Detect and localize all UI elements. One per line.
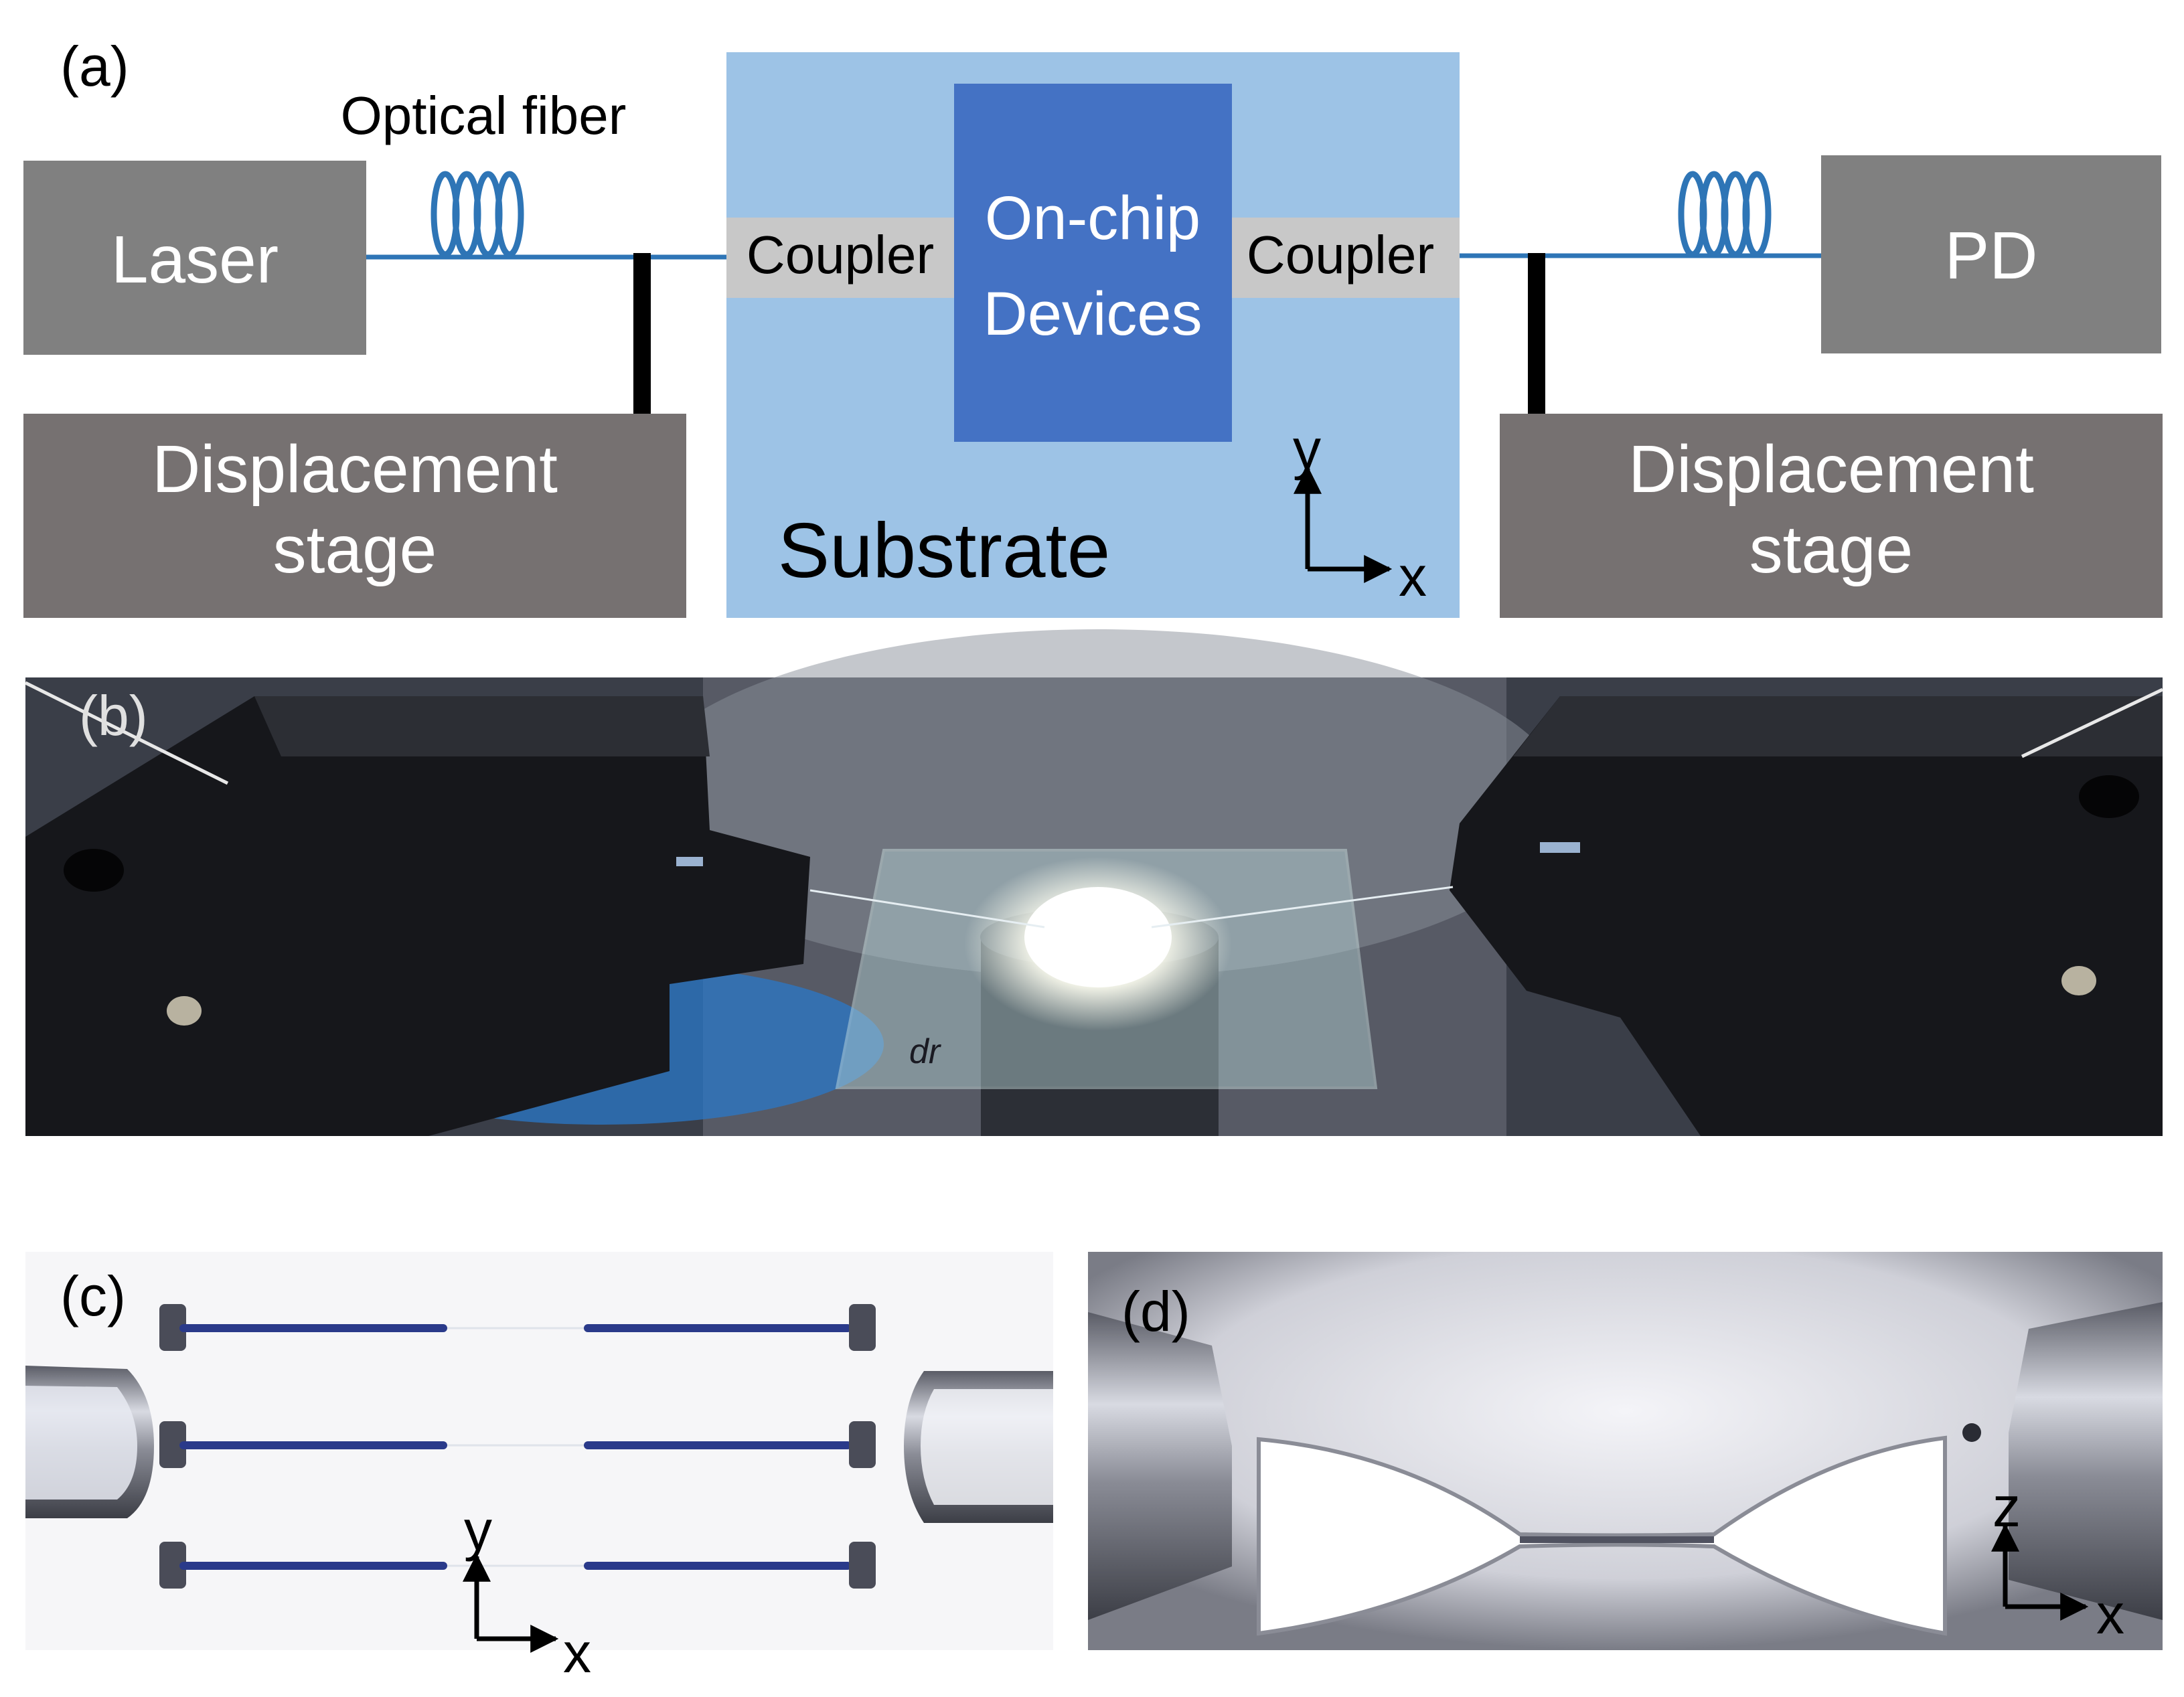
fiber-coil-right xyxy=(1678,171,1772,258)
panel-c-photo: y x (c) xyxy=(25,1252,1053,1684)
axis-c: y x xyxy=(463,1499,591,1684)
axis-d: z x xyxy=(1991,1475,2124,1645)
laser-box xyxy=(23,161,366,355)
coupler-right-label: Coupler xyxy=(1247,225,1434,285)
panel-c-label: (c) xyxy=(60,1265,126,1327)
fiber-holder-right-d xyxy=(2009,1302,2163,1620)
stage-left-box xyxy=(23,414,686,618)
on-chip-device-block xyxy=(954,84,1232,442)
panel-a: (a) Coupler Coupler On-chip Devices Subs… xyxy=(23,35,2163,618)
device-label-line1: On-chip xyxy=(985,184,1200,252)
stage-right-box xyxy=(1500,414,2163,618)
device-label-line2: Devices xyxy=(983,280,1202,348)
axis-c-y-label: y xyxy=(464,1499,492,1562)
panel-d-photo: z x (d) xyxy=(1088,1252,2163,1650)
panel-a-label: (a) xyxy=(60,35,129,98)
stage-right-line2: stage xyxy=(1749,512,1914,587)
coupler-left-block xyxy=(726,218,954,298)
stage-left-line2: stage xyxy=(273,512,437,587)
stage-left-line1: Displacement xyxy=(152,432,558,507)
laser-label: Laser xyxy=(111,222,279,297)
optical-fiber-label: Optical fiber xyxy=(341,86,627,145)
stage-post-left xyxy=(633,253,651,414)
stage-right-line1: Displacement xyxy=(1628,432,2034,507)
pd-label: PD xyxy=(1945,218,2038,293)
panel-b-label: (b) xyxy=(79,684,148,747)
stage-post-right xyxy=(1528,253,1545,414)
panel-b-photo: dr (b) xyxy=(24,629,2164,1136)
coupler-left-label: Coupler xyxy=(747,225,934,285)
axis-a-x-label: x xyxy=(1399,545,1427,608)
axis-a: y x xyxy=(1293,418,1427,608)
coupler-right-block xyxy=(1232,218,1460,298)
slide-handwriting: dr xyxy=(909,1032,942,1071)
axis-c-x-label: x xyxy=(563,1621,591,1684)
substrate-label: Substrate xyxy=(778,507,1111,594)
left-mount xyxy=(25,696,810,1136)
waveguide-rows xyxy=(159,1304,876,1589)
fiber-coil-left xyxy=(431,171,524,258)
pd-box xyxy=(1821,155,2161,353)
panel-d-label: (d) xyxy=(1121,1280,1190,1343)
tapered-region xyxy=(1257,1435,1947,1636)
fiber-holder-left-d xyxy=(1088,1312,1232,1620)
axis-a-y-label: y xyxy=(1293,418,1321,481)
axis-d-z-label: z xyxy=(1993,1475,2021,1538)
axis-d-x-label: x xyxy=(2096,1583,2124,1645)
right-mount xyxy=(1450,696,2163,1136)
